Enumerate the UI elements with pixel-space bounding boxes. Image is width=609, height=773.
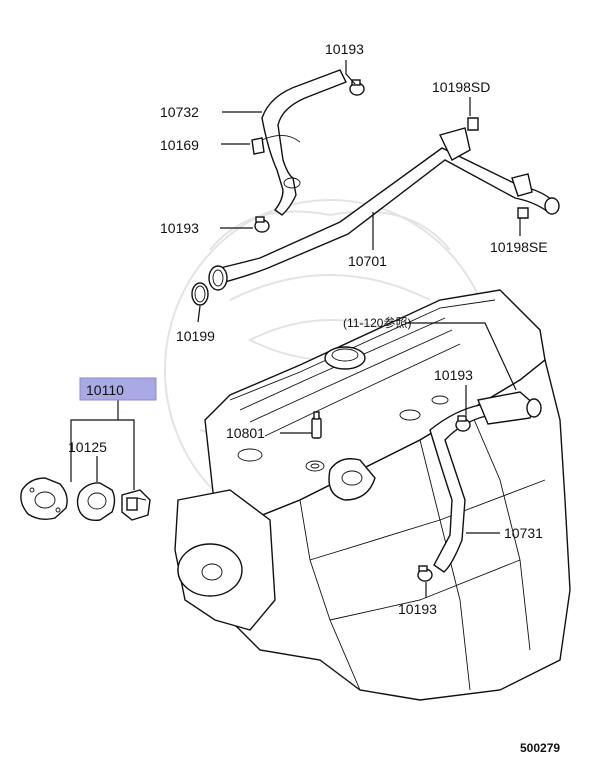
callout-10193-top: 10193 xyxy=(325,41,364,57)
thermostat-cover xyxy=(20,477,68,521)
callout-10193-right: 10193 xyxy=(434,367,473,383)
gasket-10125 xyxy=(76,482,116,522)
callout-10731: 10731 xyxy=(504,525,543,541)
callout-10125: 10125 xyxy=(68,439,107,455)
water-pipe-10701 xyxy=(208,117,560,291)
figure-number: 500279 xyxy=(520,741,560,755)
callout-10801: 10801 xyxy=(226,425,265,441)
clamp-10193-top xyxy=(349,79,365,96)
oring-10199 xyxy=(191,282,209,306)
callout-10193-bottom: 10193 xyxy=(398,601,437,617)
callout-10199: 10199 xyxy=(176,328,215,344)
highlight-10110 xyxy=(79,377,157,401)
hose-10732 xyxy=(251,69,347,216)
callout-10193-left: 10193 xyxy=(160,220,199,236)
reference-note: (11-120参照) xyxy=(343,315,411,330)
clamp-10193-bottom xyxy=(417,565,433,582)
thermostat-10110 xyxy=(121,489,151,521)
hose-10731 xyxy=(429,391,542,573)
clamp-10193-right xyxy=(455,415,471,432)
callout-10110: 10110 xyxy=(86,382,124,398)
clamp-10193-left xyxy=(254,216,270,233)
callout-10198se: 10198SE xyxy=(490,239,548,255)
callout-10198sd: 10198SD xyxy=(432,79,490,95)
engine-block xyxy=(174,289,571,701)
sensor-10801 xyxy=(311,411,322,439)
leader-lines xyxy=(70,60,521,598)
callout-10701: 10701 xyxy=(348,253,387,269)
callout-10169: 10169 xyxy=(160,137,199,153)
callout-10732: 10732 xyxy=(160,104,199,120)
